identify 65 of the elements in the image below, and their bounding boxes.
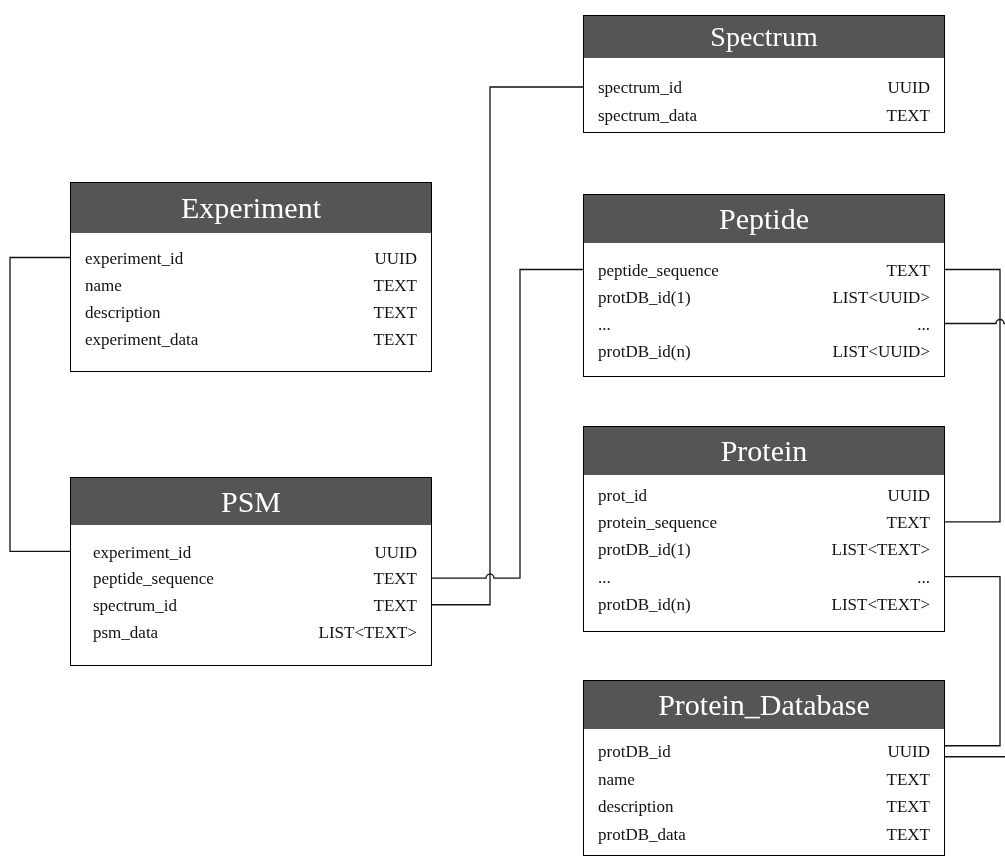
field-type: TEXT	[373, 568, 417, 591]
table-title: Spectrum	[584, 16, 944, 58]
connector-line	[944, 575, 1001, 747]
field-name: prot_id	[598, 484, 648, 507]
field-name: protein_sequence	[598, 512, 717, 535]
connector-line	[944, 318, 1005, 325]
field-type: TEXT	[886, 512, 930, 535]
field-type: TEXT	[373, 301, 417, 324]
field-type: ...	[917, 313, 930, 336]
field-name: description	[598, 796, 674, 818]
table-title: Experiment	[71, 183, 431, 233]
field-type: UUID	[887, 484, 930, 507]
field-type: TEXT	[373, 595, 417, 617]
field-type: LIST<TEXT>	[831, 539, 930, 562]
field-type: LIST<UUID>	[832, 340, 930, 363]
field-name: protDB_id(1)	[598, 286, 691, 309]
table-title: Peptide	[584, 195, 944, 243]
field-type: LIST<TEXT>	[318, 621, 417, 644]
entity-table	[70, 477, 432, 666]
field-name: protDB_id	[598, 741, 671, 763]
field-name: psm_data	[93, 621, 159, 644]
field-name: ...	[598, 566, 611, 589]
entity-table	[583, 194, 945, 377]
table-title: Protein_Database	[584, 681, 944, 729]
table-title: PSM	[71, 478, 431, 525]
entity-table	[583, 680, 945, 856]
field-name: ...	[598, 313, 611, 336]
field-type: UUID	[374, 247, 417, 270]
connector-line	[944, 756, 1005, 758]
field-type: LIST<UUID>	[832, 286, 930, 309]
field-name: protDB_id(n)	[598, 340, 691, 363]
field-name: experiment_id	[85, 247, 184, 270]
table-title: Protein	[584, 427, 944, 475]
field-name: description	[85, 301, 161, 324]
field-type: UUID	[887, 77, 930, 100]
field-type: ...	[917, 566, 930, 589]
field-name: experiment_id	[93, 541, 192, 564]
field-type: TEXT	[373, 274, 417, 297]
field-type: TEXT	[886, 823, 930, 846]
field-name: name	[598, 768, 635, 791]
entity-table	[70, 182, 432, 372]
field-name: peptide_sequence	[93, 568, 214, 591]
field-name: protDB_id(n)	[598, 594, 691, 617]
field-type: TEXT	[886, 105, 930, 128]
entity-table	[583, 15, 945, 133]
field-name: protDB_id(1)	[598, 539, 691, 562]
field-name: peptide_sequence	[598, 259, 719, 282]
field-name: spectrum_id	[93, 595, 178, 617]
connector-line	[431, 86, 584, 606]
field-type: UUID	[887, 741, 930, 763]
entity-table	[583, 426, 945, 632]
field-name: spectrum_id	[598, 77, 683, 100]
field-type: LIST<TEXT>	[831, 594, 930, 617]
connector-line	[944, 268, 1001, 523]
connector-line	[9, 256, 71, 552]
connector-line	[431, 268, 584, 579]
field-type: UUID	[374, 541, 417, 564]
field-name: protDB_data	[598, 823, 686, 846]
field-type: TEXT	[886, 259, 930, 282]
field-name: experiment_data	[85, 328, 199, 351]
field-type: TEXT	[886, 796, 930, 818]
field-name: name	[85, 274, 122, 297]
field-type: TEXT	[373, 328, 417, 351]
field-type: TEXT	[886, 768, 930, 791]
field-name: spectrum_data	[598, 105, 698, 128]
